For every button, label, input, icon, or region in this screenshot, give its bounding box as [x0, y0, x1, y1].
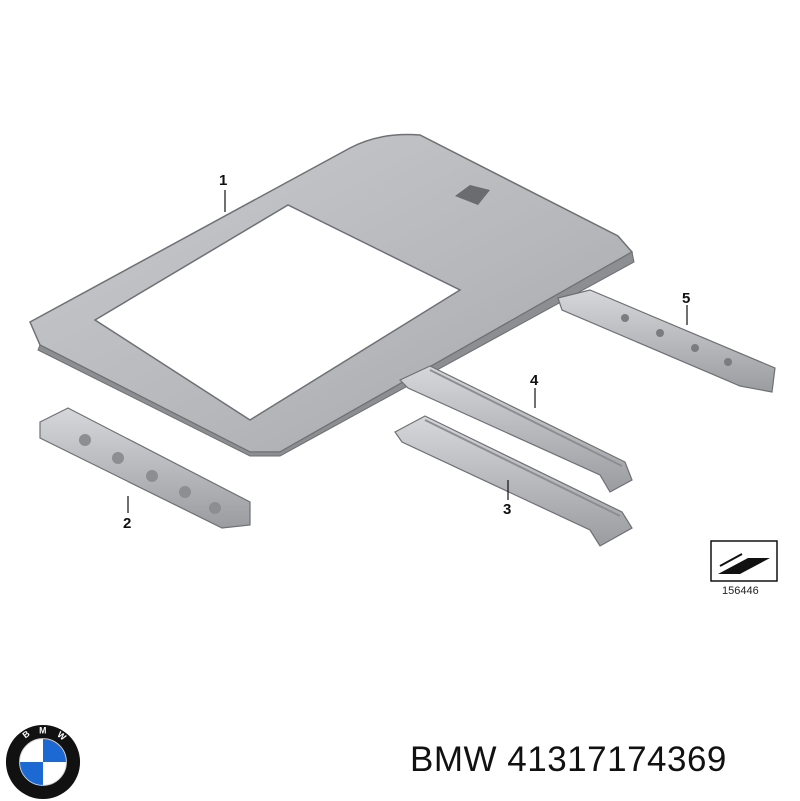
svg-text:B: B — [21, 728, 32, 740]
leader-lines — [127, 190, 688, 513]
svg-text:M: M — [39, 726, 46, 736]
front-header-rail — [39, 407, 251, 529]
callout-5: 5 — [682, 290, 691, 307]
part-caption: BMW 41317174369 — [410, 740, 727, 780]
brand-name: BMW — [410, 740, 498, 779]
callout-3: 3 — [503, 501, 512, 518]
reference-code: 156446 — [722, 585, 759, 597]
rear-roof-bow — [557, 289, 776, 393]
bmw-roundel-logo: B M W — [5, 724, 81, 800]
callout-1: 1 — [219, 172, 228, 189]
callout-2: 2 — [123, 515, 132, 532]
reference-symbol — [710, 540, 778, 582]
roof-panel — [29, 133, 635, 457]
roof-bow-lower — [394, 415, 633, 547]
part-number: 41317174369 — [507, 740, 727, 779]
roof-bow-upper — [398, 365, 633, 493]
callout-4: 4 — [530, 372, 539, 389]
